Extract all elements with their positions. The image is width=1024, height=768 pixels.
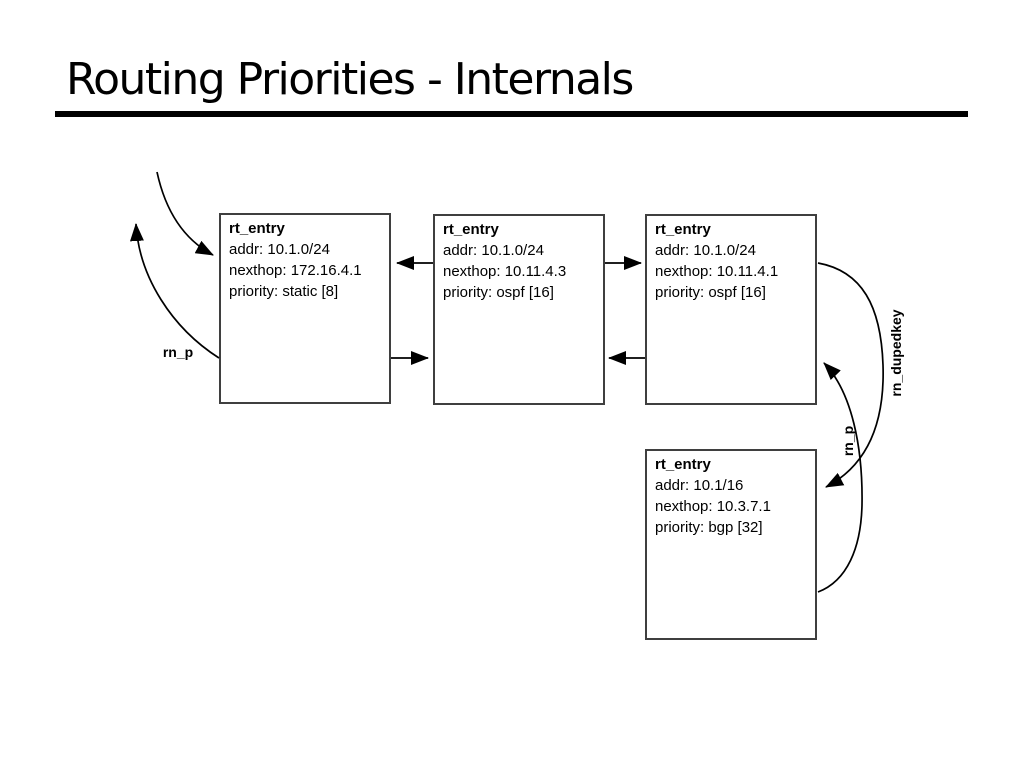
rt-entry-node-2: rt_entry addr: 10.1.0/24 nexthop: 10.11.… (433, 214, 605, 405)
node-3-priority: priority: ospf [16] (655, 284, 766, 301)
rt-entry-node-4: rt_entry addr: 10.1/16 nexthop: 10.3.7.1… (645, 449, 817, 640)
slide-title: Routing Priorities - Internals (66, 54, 634, 105)
node-1-addr: addr: 10.1.0/24 (229, 241, 330, 258)
node-2-priority: priority: ospf [16] (443, 284, 554, 301)
rn-p-left-arrow (129, 223, 220, 359)
node-1-nexthop: nexthop: 172.16.4.1 (229, 262, 362, 279)
rn-p-left-label: rn_p (163, 344, 193, 360)
node-2-nexthop: nexthop: 10.11.4.3 (443, 263, 567, 280)
title-underline (55, 111, 968, 117)
node-1-priority: priority: static [8] (229, 283, 339, 300)
node-2-addr: addr: 10.1.0/24 (443, 242, 544, 259)
rt-entry-node-1: rt_entry addr: 10.1.0/24 nexthop: 172.16… (219, 213, 391, 404)
node-4-priority: priority: bgp [32] (655, 519, 763, 536)
node-4-nexthop: nexthop: 10.3.7.1 (655, 498, 771, 515)
node-2-struct-name: rt_entry (443, 221, 499, 238)
node-4-struct-name: rt_entry (655, 456, 711, 473)
incoming-pointer-arrow (156, 171, 214, 256)
node-4-addr: addr: 10.1/16 (655, 477, 744, 494)
node-3-nexthop: nexthop: 10.11.4.1 (655, 263, 779, 280)
rn-dupedkey-arrow (817, 262, 884, 488)
node-3-addr: addr: 10.1.0/24 (655, 242, 756, 259)
rt-entry-node-3: rt_entry addr: 10.1.0/24 nexthop: 10.11.… (645, 214, 817, 405)
rn-p-right-arrow (817, 362, 863, 593)
rn-p-right-label: rn_p (840, 426, 856, 456)
rn-dupedkey-label: rn_dupedkey (888, 309, 904, 396)
node-1-struct-name: rt_entry (229, 220, 285, 237)
node-3-struct-name: rt_entry (655, 221, 711, 238)
